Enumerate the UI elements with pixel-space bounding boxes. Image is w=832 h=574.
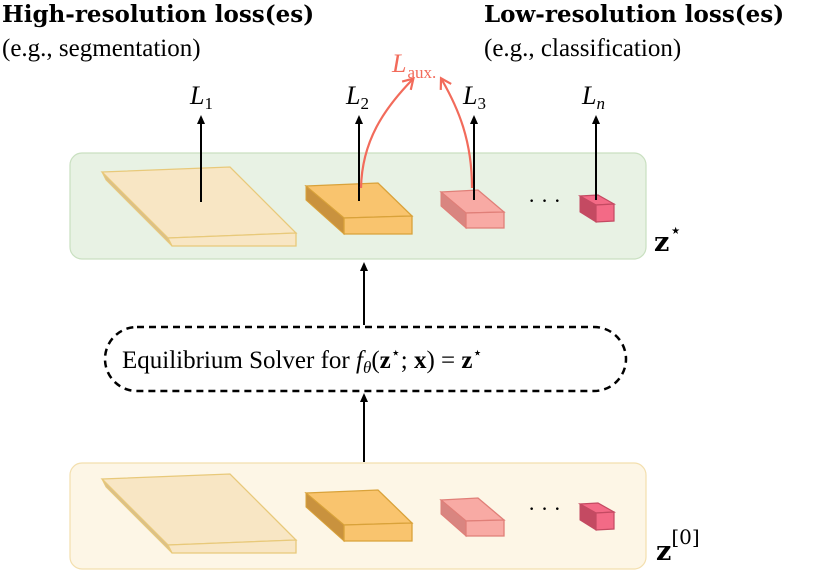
high-resolution-block-top [100, 166, 298, 247]
low-resolution-block-top [439, 189, 506, 230]
loss-3-label: L3 [462, 81, 486, 113]
high-resolution-block-bottom [100, 473, 298, 554]
aux-arrow-right [439, 76, 474, 189]
loss-2-label: L2 [345, 81, 369, 113]
aux-arrow-left [359, 77, 415, 189]
equilibrium-state-label: z⋆ [654, 218, 682, 258]
low-resolution-subtitle: (e.g., classification) [484, 35, 681, 62]
aux-loss-label: Laux. [391, 49, 436, 82]
lowest-resolution-block-bottom [577, 502, 617, 531]
equilibrium-solver-box [103, 325, 628, 393]
medium-resolution-block-bottom [304, 489, 414, 543]
ellipsis-top: · · · [528, 188, 561, 213]
loss-n-label: Ln [581, 81, 605, 113]
initial-state-label: z[0] [656, 525, 700, 567]
low-resolution-title: Low-resolution loss(es) [484, 1, 784, 28]
ellipsis-bottom: · · · [528, 496, 561, 521]
loss-1-label: L1 [189, 81, 213, 113]
low-resolution-block-bottom [439, 497, 506, 538]
high-resolution-title: High-resolution loss(es) [2, 1, 314, 28]
equilibrium-solver-text: Equilibrium Solver for fθ(z⋆; x) = z⋆ [122, 345, 483, 377]
high-resolution-subtitle: (e.g., segmentation) [2, 35, 201, 62]
